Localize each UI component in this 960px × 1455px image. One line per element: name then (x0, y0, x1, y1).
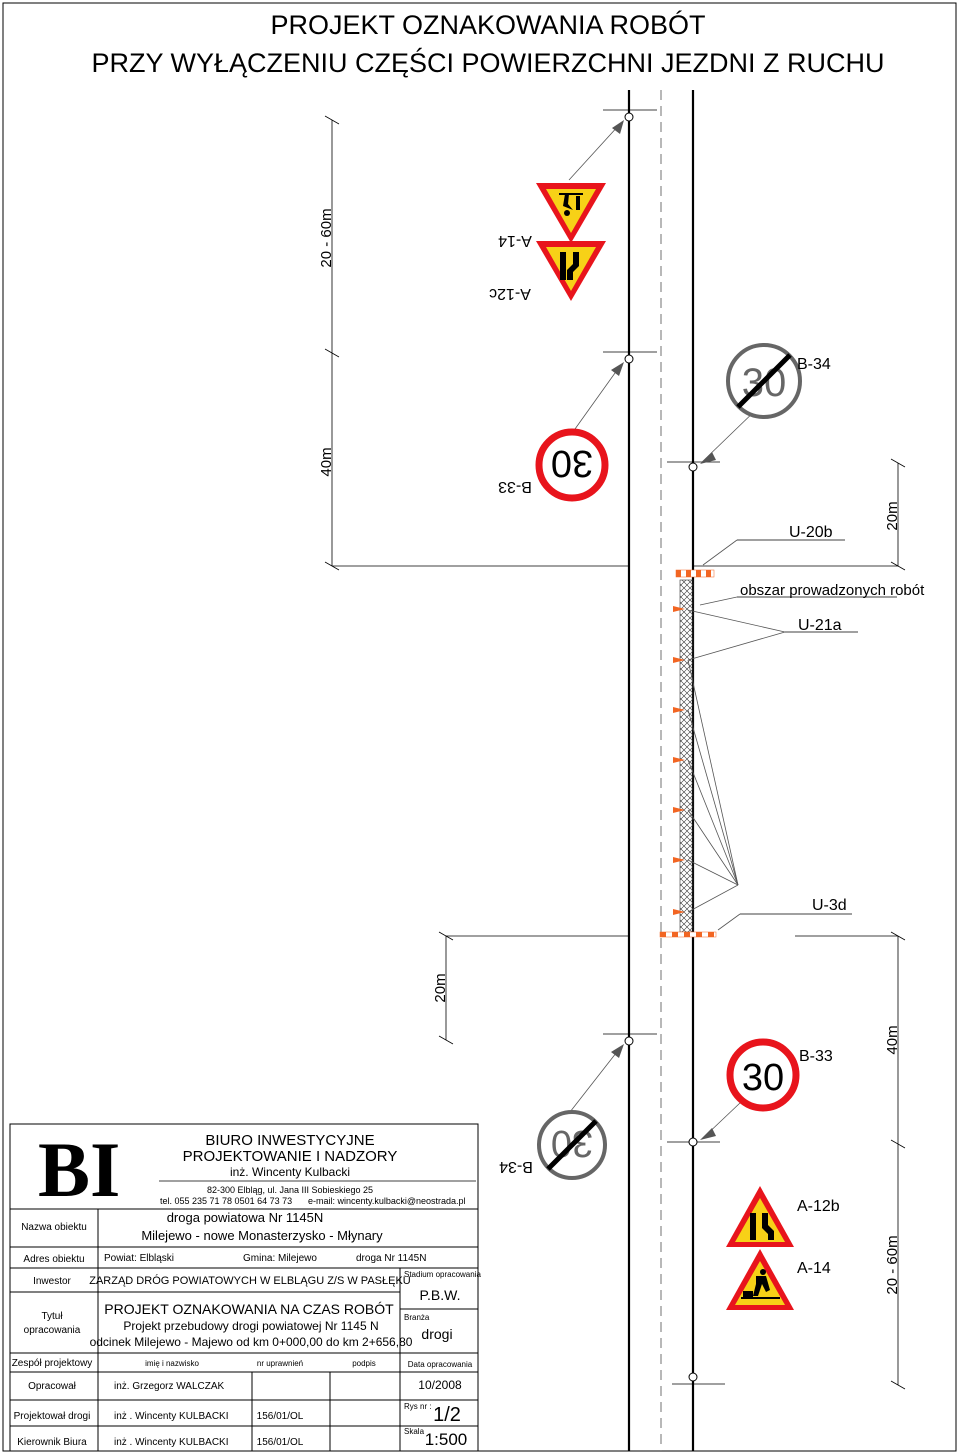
bureau-logo: BI (38, 1126, 120, 1213)
row-name: inż. Grzegorz WALCZAK (114, 1381, 225, 1392)
sign-a14-top: A-14 (498, 183, 606, 249)
sign-code: B-34 (797, 356, 831, 373)
bureau-name-1: BIURO INWESTYCYJNE (205, 1132, 374, 1149)
sign-speed: 30 (551, 442, 593, 484)
sign-u20b: U-20b (702, 524, 845, 566)
barrier-u20b (675, 569, 715, 578)
row-role: Projektował drogi (14, 1411, 91, 1422)
sign-post-3 (569, 1033, 657, 1113)
sign-b34-left: 30 B-34 (499, 1110, 607, 1180)
team-header-label: Zespół projektowy (12, 1358, 93, 1369)
object-name-line1: droga powiatowa Nr 1145N (167, 1210, 324, 1225)
sign-code: B-33 (799, 1048, 833, 1065)
sign-speed: 30 (742, 1057, 784, 1099)
object-name-label: Nazwa obiektu (21, 1222, 87, 1233)
branch-value: drogi (421, 1326, 452, 1342)
dimension-label: 20m (432, 973, 449, 1002)
row-license: 156/01/OL (257, 1411, 304, 1422)
sign-post-1 (568, 109, 657, 181)
dimension-20-60m-bottom: 20 - 60m (884, 1144, 906, 1390)
sign-b33-left: 30 B-33 (498, 428, 609, 502)
dimension-20m-left: 20m (432, 931, 629, 1045)
title-block: BI BIURO INWESTYCYJNE PROJEKTOWANIE I NA… (9, 1123, 481, 1452)
dimension-label: 40m (318, 447, 335, 476)
dimension-label: 40m (884, 1025, 901, 1054)
sign-code: A-14 (498, 232, 532, 249)
scale-label: Skala (404, 1427, 425, 1436)
sign-code: A-12c (489, 285, 531, 302)
sign-u3d: U-3d (717, 897, 852, 931)
dimension-label: 20m (884, 501, 901, 530)
barrier-u3d (659, 931, 717, 938)
dimension-label: 20 - 60m (884, 1235, 901, 1294)
object-address-road: droga Nr 1145N (356, 1253, 426, 1264)
row-name: inż . Wincenty KULBACKI (114, 1411, 228, 1422)
team-col-license: nr uprawnień (257, 1359, 303, 1368)
u21a-markers (673, 606, 786, 915)
dimension-20-60m-top: 20 - 60m (318, 115, 340, 358)
stage-value: P.B.W. (420, 1287, 461, 1303)
team-col-date: Data opracowania (408, 1360, 473, 1369)
sign-u21a: U-21a (785, 617, 858, 634)
sign-b34-right: 30 B-34 (726, 343, 831, 419)
study-title-line3: odcinek Milejewo - Majewo od km 0+000,00… (90, 1335, 413, 1349)
date-value: 10/2008 (418, 1378, 462, 1392)
scale-value: 1:500 (425, 1430, 468, 1449)
sign-code: A-12b (797, 1198, 840, 1215)
object-name-line2: Milejewo - nowe Monasterzysko - Młynary (141, 1228, 383, 1243)
dimension-20m-right: 20m (693, 458, 906, 571)
work-area-label: obszar prowadzonych robót (699, 582, 925, 606)
sign-post-right-3 (672, 1372, 725, 1385)
dimension-label: 20 - 60m (318, 208, 335, 267)
sign-post-right-1 (667, 405, 761, 472)
row-role: Kierownik Biura (17, 1437, 87, 1448)
sign-a14-bottom: A-14 (726, 1249, 831, 1310)
title-line-1: PROJEKT OZNAKOWANIA ROBÓT (270, 9, 705, 40)
row-license: 156/01/OL (257, 1437, 304, 1448)
team-col-name: imię i nazwisko (145, 1359, 199, 1368)
dimension-40m-right: 40m (795, 931, 906, 1149)
branch-label: Branża (404, 1313, 430, 1322)
study-title-label-2: opracowania (24, 1325, 81, 1336)
bureau-name-2: PROJEKTOWANIE I NADZORY (183, 1148, 398, 1165)
bureau-owner: inż. Wincenty Kulbacki (230, 1165, 350, 1179)
logo-text: BI (38, 1126, 120, 1213)
sign-code: B-34 (499, 1158, 533, 1175)
stage-label: Stadium opracowania (404, 1270, 481, 1279)
drawing-no-label: Rys nr : (404, 1402, 432, 1411)
sign-code: U-20b (789, 524, 833, 541)
title-line-2: PRZY WYŁĄCZENIU CZĘŚCI POWIERZCHNI JEZDN… (91, 46, 884, 78)
dimension-40m-left: 40m (318, 353, 629, 571)
work-zone-hatch (679, 579, 694, 933)
sign-a12b: A-12b (726, 1186, 840, 1247)
row-name: inż . Wincenty KULBACKI (114, 1437, 228, 1448)
bureau-address: 82-300 Elbląg, ul. Jana III Sobieskiego … (207, 1185, 373, 1195)
study-title-line1: PROJEKT OZNAKOWANIA NA CZAS ROBÓT (104, 1301, 394, 1317)
work-area-text: obszar prowadzonych robót (740, 582, 925, 599)
object-address-powiat: Powiat: Elbląski (104, 1253, 174, 1264)
sign-a12c: A-12c (489, 241, 606, 302)
bureau-email: e-mail: wincenty.kulbacki@neostrada.pl (308, 1196, 466, 1206)
bureau-phones: tel. 055 235 71 78 0501 64 73 73 (160, 1196, 292, 1206)
investor-label: Inwestor (33, 1276, 71, 1287)
drawing-no-value: 1/2 (433, 1404, 461, 1426)
row-role: Opracował (28, 1381, 77, 1392)
object-address-label: Adres obiektu (23, 1254, 84, 1265)
sign-code: A-14 (797, 1260, 831, 1277)
object-address-gmina: Gmina: Milejewo (243, 1253, 317, 1264)
investor-value: ZARZĄD DRÓG POWIATOWYCH W ELBLĄGU Z/S W … (89, 1274, 411, 1287)
study-title-line2: Projekt przebudowy drogi powiatowej Nr 1… (123, 1319, 378, 1333)
study-title-label-1: Tytuł (41, 1311, 63, 1322)
sign-code: U-21a (798, 617, 842, 634)
sign-b33-right: 30 B-33 (726, 1038, 833, 1112)
sign-code: U-3d (812, 897, 847, 914)
team-col-sign: podpis (352, 1359, 376, 1368)
sign-code: B-33 (498, 478, 532, 495)
sign-post-2 (569, 351, 657, 437)
